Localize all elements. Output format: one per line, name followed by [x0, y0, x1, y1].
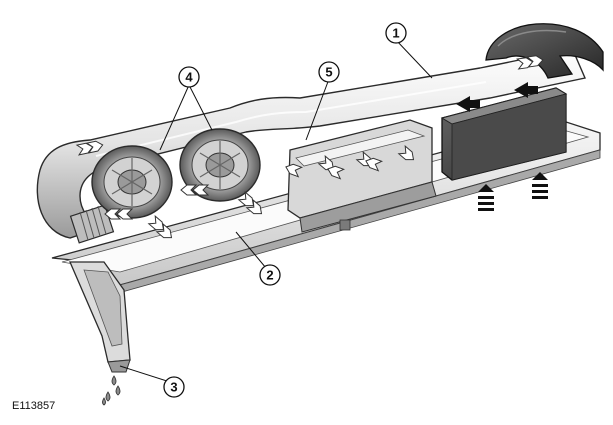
callout-1: 1 — [385, 22, 407, 44]
callout-2: 2 — [259, 264, 281, 286]
cooling-fan-right — [179, 128, 261, 202]
upward-arrow-left — [478, 184, 494, 211]
upward-arrow-right — [532, 172, 548, 199]
callout-5: 5 — [318, 61, 340, 83]
duct-coupling — [69, 204, 115, 244]
callout-4: 4 — [178, 66, 200, 88]
cooling-fan-left — [91, 145, 173, 219]
callout-4-label: 4 — [185, 70, 193, 85]
callout-3: 3 — [163, 376, 185, 398]
leader-lines — [119, 39, 433, 383]
cooling-fin-module — [287, 119, 437, 233]
figure-id: E113857 — [12, 400, 56, 412]
airflow-arrows-black — [456, 82, 548, 211]
callout-2-label: 2 — [266, 268, 273, 283]
callout-3-label: 3 — [170, 380, 177, 395]
inlet-box — [440, 87, 568, 181]
callout-1-label: 1 — [392, 26, 399, 41]
callout-5-label: 5 — [325, 65, 332, 80]
water-droplets — [102, 375, 121, 406]
